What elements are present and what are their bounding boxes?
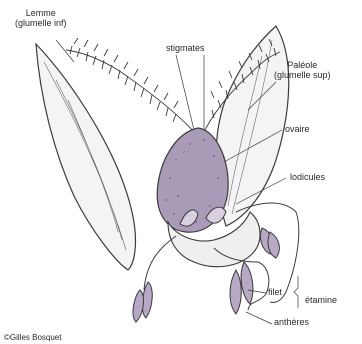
label-ovary: ovaire <box>285 124 310 134</box>
label-palea-sub: (glumelle sup) <box>274 70 331 80</box>
label-anthers: anthères <box>274 317 309 327</box>
label-stamen: étamine <box>305 295 337 305</box>
image-credit: ©Gilles Bosquet <box>4 333 61 343</box>
label-palea: Paléole (glumelle sup) <box>274 60 331 80</box>
label-filament: filet <box>268 287 282 297</box>
label-lemma-title: Lemme <box>15 8 67 18</box>
label-lemma-sub: (glumelle inf) <box>15 18 67 28</box>
label-lemma: Lemme (glumelle inf) <box>15 8 67 28</box>
lemma-glume <box>36 44 135 270</box>
label-lodicules: lodicules <box>290 172 325 182</box>
label-stigmas: stigmates <box>166 43 205 53</box>
label-palea-title: Paléole <box>274 60 331 70</box>
